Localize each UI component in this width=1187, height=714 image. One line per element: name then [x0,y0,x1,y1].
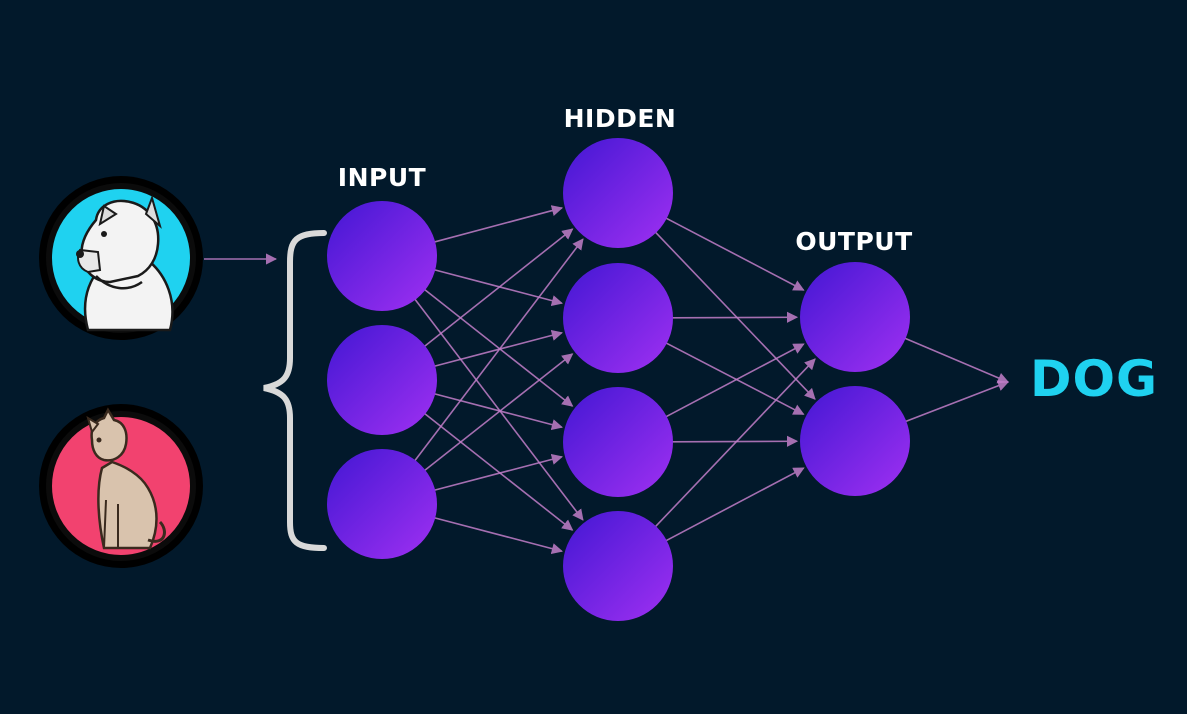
output-node-1 [800,262,910,372]
input-node-1 [327,201,437,311]
input-node-3 [327,449,437,559]
dog-input-image [39,176,203,340]
edge-hidden-1-to-output-2 [654,230,816,400]
edge-hidden-1-to-output-1 [664,216,805,291]
edge-input-1-to-hidden-1 [433,205,564,244]
output-node-2 [800,386,910,496]
edge-input-3-to-hidden-3 [433,453,563,492]
hidden-layer-label: HIDDEN [564,104,677,133]
cat-input-image [39,404,203,568]
hidden-node-1 [563,138,673,248]
edge-input-3-to-hidden-1 [413,238,584,463]
edge-hidden-4-to-output-1 [653,358,816,529]
connection-edges [413,205,1010,555]
edge-input-1-to-hidden-4 [413,297,584,521]
edge-input-3-to-hidden-2 [423,353,574,472]
input-brace [263,230,327,551]
network-nodes [327,138,910,621]
hidden-node-2 [563,263,673,373]
edge-input-2-to-hidden-4 [423,412,574,531]
edge-hidden-3-to-output-2 [670,435,799,447]
edge-input-1-to-hidden-2 [433,268,563,307]
edge-hidden-2-to-output-2 [664,341,805,415]
hidden-node-3 [563,387,673,497]
edge-input-2-to-hidden-3 [433,392,563,431]
output-layer-label: OUTPUT [795,227,912,256]
edge-input-1-to-hidden-3 [423,288,574,407]
edge-input-2-to-hidden-2 [433,329,563,368]
input-node-2 [327,325,437,435]
hidden-node-4 [563,511,673,621]
dog-icon [76,194,174,332]
cat-icon [86,407,166,550]
edge-hidden-4-to-output-2 [664,467,805,542]
edge-input-3-to-hidden-4 [433,516,563,555]
edge-hidden-3-to-output-1 [664,343,805,418]
edge-input-2-to-hidden-1 [423,228,574,348]
prediction-result: DOG [1030,350,1158,408]
input-layer-label: INPUT [338,163,426,192]
edge-hidden-2-to-output-1 [670,311,799,323]
